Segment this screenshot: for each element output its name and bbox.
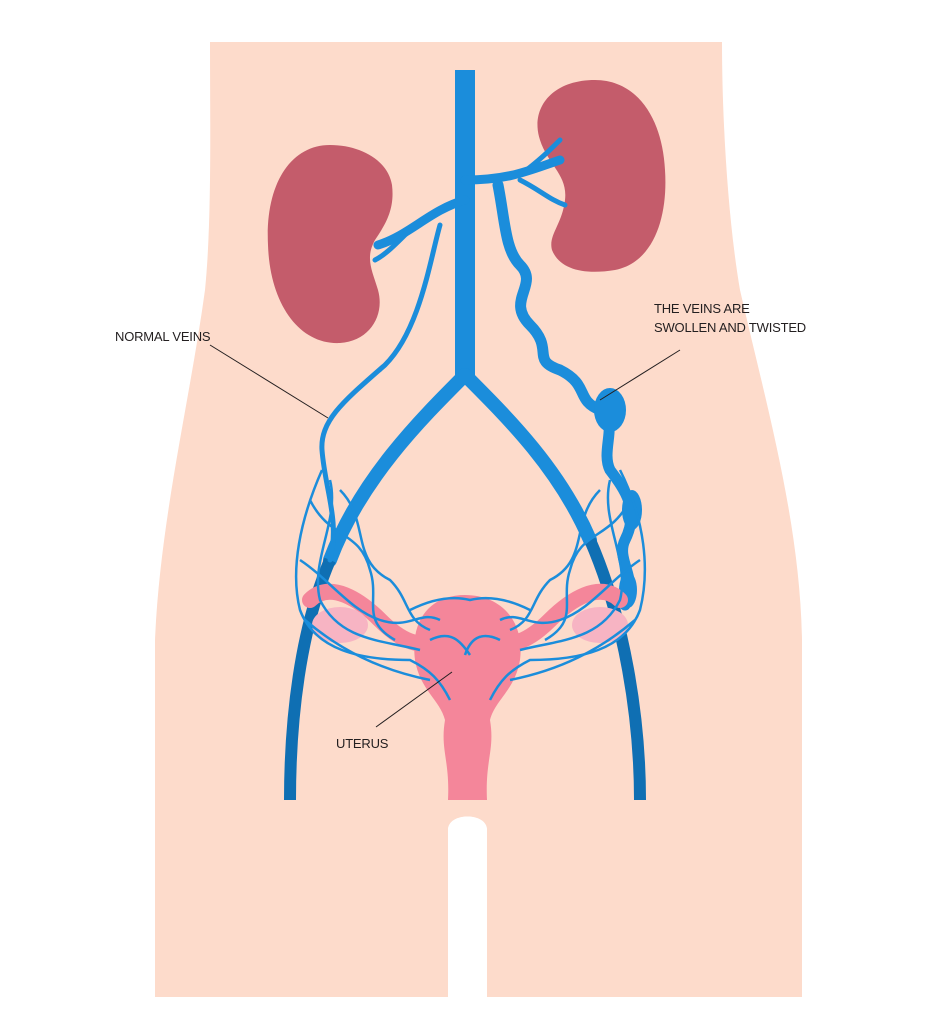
right-outer-iliac xyxy=(584,537,646,801)
uterus xyxy=(414,595,521,800)
left-iliac xyxy=(323,368,472,567)
right-kidney xyxy=(537,80,666,272)
label-normal-veins: NORMAL VEINS xyxy=(115,329,211,344)
left-kidney xyxy=(267,145,393,344)
leader-lines xyxy=(209,344,681,728)
label-swollen-veins-line1: THE VEINS ARE xyxy=(654,301,750,316)
label-uterus: UTERUS xyxy=(336,736,389,751)
swollen-ovarian-vein xyxy=(492,179,637,611)
label-swollen-veins-line2: SWOLLEN AND TWISTED xyxy=(654,320,806,335)
right-iliac xyxy=(458,368,597,547)
normal-ovarian-vein xyxy=(319,222,443,563)
pelvic-venous-plexus xyxy=(294,469,647,701)
